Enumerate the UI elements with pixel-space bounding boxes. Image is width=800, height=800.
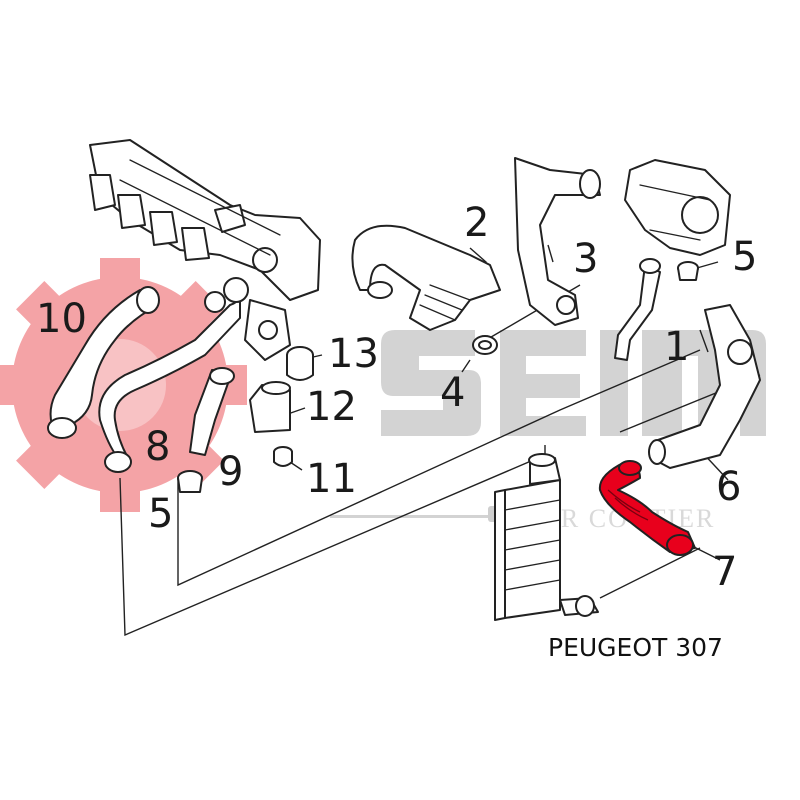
throttle-ribs xyxy=(639,184,711,241)
callout-11: 11 xyxy=(306,456,357,502)
part-1-hose xyxy=(614,258,661,361)
callout-5-right: 5 xyxy=(732,234,757,280)
duct-2-bellows xyxy=(419,284,471,321)
connector-13-body xyxy=(286,354,314,381)
logo-underline xyxy=(330,515,490,518)
part-9-hose xyxy=(189,299,291,456)
callout-labels: 1 2 3 4 5 5 6 7 8 9 10 11 12 13 xyxy=(36,200,757,595)
intercooler-outlet-end xyxy=(575,595,595,617)
leader-3 xyxy=(547,244,554,263)
leader-9 xyxy=(177,349,701,587)
fitting-9-port xyxy=(258,320,278,340)
hose-7-end-top xyxy=(618,460,642,476)
logo-letter-e xyxy=(500,330,586,436)
callout-8: 8 xyxy=(145,424,170,470)
callout-13: 13 xyxy=(328,331,379,377)
manifold-flange-1 xyxy=(89,174,116,211)
callout-7: 7 xyxy=(712,549,737,595)
seal-4-inner xyxy=(478,340,492,350)
part-5-left-clamp xyxy=(177,470,203,493)
callout-9: 9 xyxy=(218,449,243,495)
clamp-5r-body xyxy=(677,267,699,281)
manifold-flange-3 xyxy=(149,211,178,246)
duct-2-body xyxy=(351,224,501,331)
intercooler xyxy=(494,453,599,621)
part-8-pipe xyxy=(98,277,249,473)
throttle-body xyxy=(624,159,731,256)
pipe-6-end xyxy=(648,439,666,465)
manifold-flange-5 xyxy=(214,204,246,233)
clamp-5-body xyxy=(177,477,203,493)
callout-12: 12 xyxy=(306,384,357,430)
part-13-connector xyxy=(286,346,314,381)
logo-letter-m xyxy=(642,330,766,436)
hose-1-body xyxy=(614,264,661,361)
callout-3: 3 xyxy=(573,236,598,282)
manifold-flange-2 xyxy=(117,194,146,229)
tube-3-flange xyxy=(556,295,576,315)
pipe-8-end-top xyxy=(223,277,249,303)
hose-10-end-top xyxy=(136,286,160,314)
part-12-connector xyxy=(249,381,291,433)
part-11-plug xyxy=(273,446,293,467)
manifold-assembly xyxy=(89,139,321,301)
leader-7 xyxy=(599,544,721,599)
part-10-hose xyxy=(47,286,160,439)
callout-1: 1 xyxy=(664,324,689,370)
pipe-6-flange xyxy=(727,339,753,365)
throttle-bore xyxy=(681,196,719,234)
vehicle-caption: PEUGEOT 307 xyxy=(548,633,723,662)
leader-lines xyxy=(119,244,761,637)
hose-7-shading xyxy=(607,489,649,521)
tube-3-end xyxy=(579,169,601,199)
part-3-tube xyxy=(514,157,601,326)
callout-2: 2 xyxy=(464,200,489,246)
hose-10-end-bottom xyxy=(47,417,77,439)
pipe-8-flange xyxy=(204,291,226,313)
hose-9-end xyxy=(209,367,235,385)
connector-12-top xyxy=(261,381,291,395)
duct-2-end xyxy=(367,281,393,299)
pipe-8-body xyxy=(98,284,243,459)
callout-4: 4 xyxy=(440,370,465,416)
part-6-pipe xyxy=(648,304,761,469)
intercooler-fins xyxy=(504,499,561,591)
hose-7-end-bottom xyxy=(666,534,694,556)
intercooler-side xyxy=(494,489,506,621)
hose-1-end xyxy=(639,258,661,274)
callout-5-left: 5 xyxy=(148,491,173,537)
part-7-highlighted-hose xyxy=(598,460,696,556)
callout-10: 10 xyxy=(36,296,87,342)
plug-11-body xyxy=(273,451,293,467)
manifold-port xyxy=(252,247,278,273)
leader-1 xyxy=(699,329,709,353)
pipe-8-end-bottom xyxy=(104,451,132,473)
manifold-flange-4 xyxy=(181,227,210,261)
part-2-duct xyxy=(351,224,501,331)
part-4-seal xyxy=(472,335,498,355)
hose-7-body xyxy=(598,461,696,553)
logo-letter-s xyxy=(381,330,481,436)
part-5-right-clamp xyxy=(677,261,699,281)
manifold-ribs xyxy=(119,159,281,256)
leader-11 xyxy=(289,461,303,471)
intercooler-inlet-end xyxy=(528,453,556,467)
callout-6: 6 xyxy=(716,464,741,510)
